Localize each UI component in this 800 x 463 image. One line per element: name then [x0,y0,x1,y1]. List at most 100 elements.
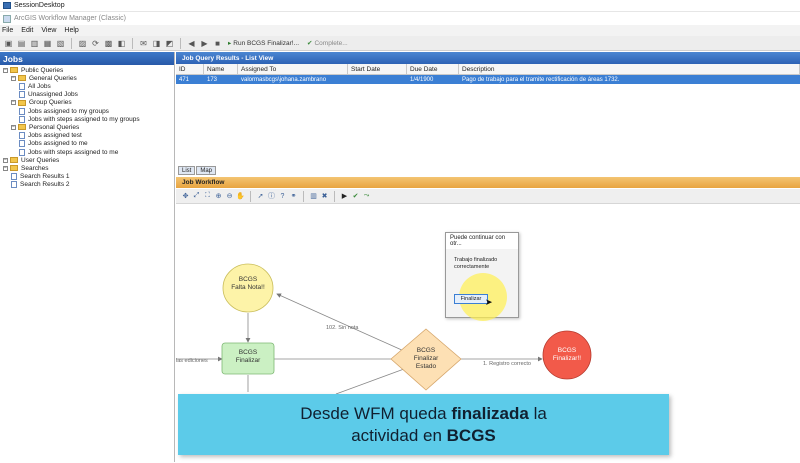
tree-item[interactable]: Jobs assigned test [19,132,82,140]
caption-text: actividad en [351,425,447,445]
tree-item[interactable]: Unassigned Jobs [19,91,78,99]
tree-item[interactable]: −Personal Queries [11,123,79,131]
tab-list[interactable]: List [178,166,196,175]
column-header-name[interactable]: Name [204,64,238,74]
node-finalizar[interactable] [221,342,275,375]
run-icon[interactable]: ▶ [341,193,348,200]
node-finalizar-red-label: BCGS Finalizar!! [543,347,591,363]
expand-toggle-icon[interactable]: − [3,156,8,163]
toolbar-divider [250,190,251,202]
main-toolbar: ▣ ▤ ▥ ▦ ▧ ▨ ⟳ ▩ ◧ ✉ ◨ ◩ ◀ ▶ ■ ▸ Run BCGS… [0,36,800,51]
tree-item[interactable]: Search Results 2 [11,181,70,189]
workflow-header: Job Workflow [176,177,800,188]
edge-label-registro: 1. Registro correcto [483,361,531,367]
column-header-description[interactable]: Description [459,64,800,74]
column-header-assigned-to[interactable]: Assigned To [238,64,348,74]
hand-icon[interactable]: ✋ [236,193,245,200]
tree-item-label: Group Queries [29,99,72,107]
refresh-icon[interactable]: ⟳ [92,38,99,48]
node-finalizar-red[interactable] [542,330,592,380]
tree-item-label: All Jobs [28,82,51,90]
chart-icon[interactable]: ◧ [117,38,126,48]
cell-name: 173 [207,76,218,83]
tree-item-label: Unassigned Jobs [28,91,78,99]
expand-toggle-icon[interactable]: − [11,123,16,130]
query-icon [19,132,25,140]
tree-item-label: Search Results 1 [20,173,70,181]
column-header-start-date[interactable]: Start Date [348,64,407,74]
tree-item[interactable]: −Searches [3,164,48,172]
menu-edit[interactable]: Edit [21,27,34,34]
advance-icon[interactable]: ⤳ [363,192,370,199]
expand-toggle-icon[interactable]: − [11,99,16,106]
run-step-button[interactable]: ▸ Run BCGS Finalizar!... [225,39,302,48]
zoom-out-icon[interactable]: ⊖ [226,193,233,200]
complete-step-button[interactable]: ✔ Complete... [304,39,351,48]
query-icon [11,181,17,189]
stop-icon[interactable]: ■ [215,38,220,48]
tree-item-label: Jobs with steps assigned to my groups [28,115,140,123]
select-icon[interactable]: ➚ [257,193,264,200]
edge-102-sin-nota [276,293,405,352]
report-icon[interactable]: ◨ [152,38,161,48]
expand-toggle-icon[interactable]: − [3,66,8,73]
tree-item[interactable]: All Jobs [19,82,51,90]
expand-toggle-icon[interactable]: − [11,74,16,81]
tree-item[interactable]: Search Results 1 [11,173,70,181]
caption-text: Desde WFM queda [300,403,452,423]
delete-icon[interactable]: ▦ [43,38,52,48]
dialog-title: Puede continuar con otr... [446,233,518,249]
properties-icon[interactable]: ▨ [78,38,87,48]
help-icon[interactable]: ? [280,192,285,200]
back-icon[interactable]: ◀ [188,38,195,48]
full-extent-icon[interactable]: ⛶ [205,192,210,199]
cell-assigned-to: valormasbcgs\johana.zambrano [241,76,327,83]
forward-icon[interactable]: ▶ [201,38,208,48]
stats-icon[interactable]: ▥ [310,193,317,200]
link-icon[interactable]: ⚭ [290,193,297,200]
info-icon[interactable]: ⓘ [268,193,275,200]
cell-id: 471 [179,76,190,83]
tree-item[interactable]: −General Queries [11,74,77,82]
node-finalizar-estado[interactable] [390,328,462,391]
expand-toggle-icon[interactable]: − [3,164,8,171]
fit-icon[interactable]: ⤢ [193,192,200,199]
mark-complete-icon[interactable]: ✔ [352,193,359,200]
grid-icon[interactable]: ▧ [56,38,65,48]
tree-item[interactable]: Jobs assigned to me [19,140,88,148]
caption-bold-text: finalizada [451,403,529,423]
caption-bold-text: BCGS [446,425,496,445]
app-title-bar: ArcGIS Workflow Manager (Classic) [0,12,800,25]
recreate-icon[interactable]: ✖ [321,193,328,200]
tree-item[interactable]: −Public Queries [3,66,63,74]
finalizar-button[interactable]: Finalizar [454,294,488,304]
run-step-label: Run BCGS Finalizar!... [233,39,300,47]
tab-map[interactable]: Map [196,166,217,175]
zoom-in-icon[interactable]: ⊕ [215,193,222,200]
node-label-line: BCGS [238,276,258,283]
node-falta-nota[interactable] [222,263,274,313]
table-row[interactable]: 471 173 valormasbcgs\johana.zambrano 1/4… [176,75,800,84]
tree-item[interactable]: − User Queries [3,156,59,164]
session-title-bar: SessionDesktop [0,0,800,12]
menu-help[interactable]: Help [64,27,79,34]
toolbar-divider [180,37,181,49]
node-falta-nota-label: BCGS Falta Nota!! [223,276,273,292]
tree-item[interactable]: − Group Queries [11,99,72,107]
tree-item[interactable]: Jobs with steps assigned to me [19,148,118,156]
mail-icon[interactable]: ✉ [140,38,147,48]
print-icon[interactable]: ◩ [165,38,174,48]
assign-icon[interactable]: ▩ [104,38,113,48]
copy-icon[interactable]: ▥ [30,38,39,48]
tree-item[interactable]: Jobs assigned to my groups [19,107,109,115]
menu-file[interactable]: File [2,27,14,34]
open-icon[interactable]: ▤ [17,38,26,48]
column-header-due-date[interactable]: Due Date [407,64,459,74]
menu-view[interactable]: View [41,27,57,34]
column-header-id[interactable]: ID [176,64,204,74]
tree-item-label: User Queries [21,156,60,164]
new-job-icon[interactable]: ▣ [4,38,13,48]
pan-icon[interactable]: ✥ [182,193,189,200]
caption-banner: Desde WFM queda finalizada la actividad … [178,394,669,455]
tree-item[interactable]: Jobs with steps assigned to my groups [19,115,140,123]
